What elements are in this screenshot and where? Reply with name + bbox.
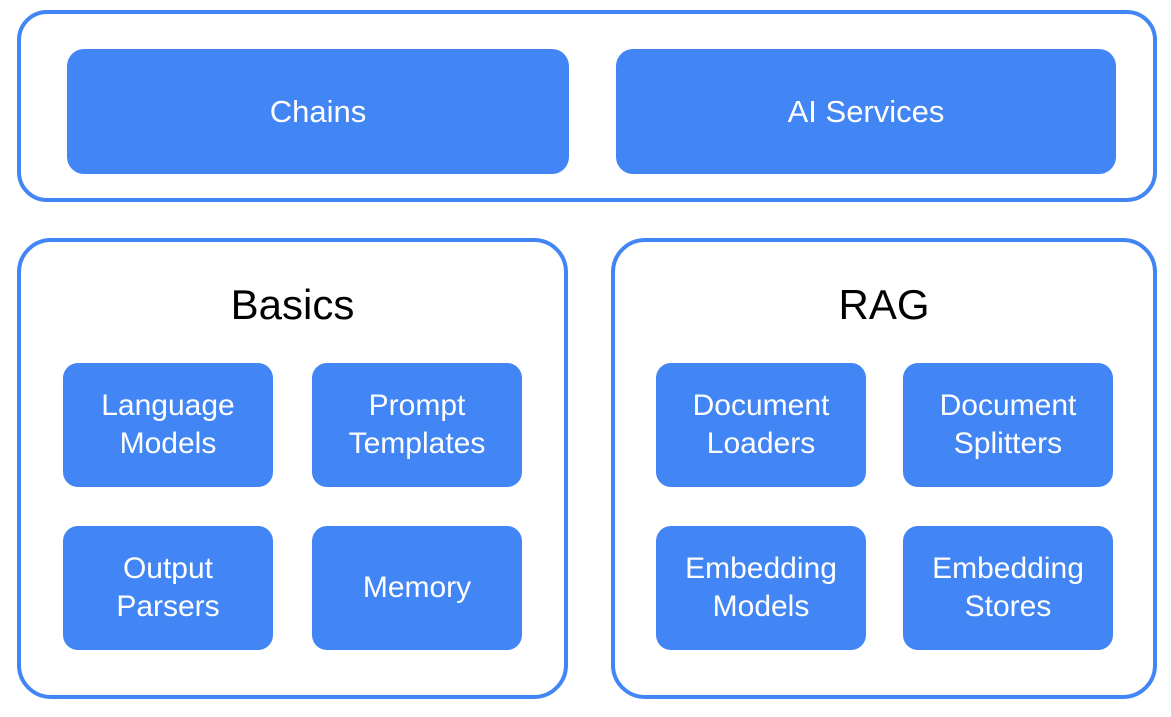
- node-output-parsers-line2: Parsers: [116, 590, 220, 623]
- node-chains-label: Chains: [269, 93, 367, 129]
- group-top-layer: Chains AI Services: [17, 10, 1157, 202]
- node-ai-services[interactable]: AI Services: [616, 49, 1116, 174]
- node-memory[interactable]: Memory: [312, 526, 522, 650]
- node-prompt-templates-label: Prompt Templates: [349, 387, 486, 463]
- node-prompt-templates[interactable]: Prompt Templates: [312, 363, 522, 487]
- node-ai-services-label: AI Services: [787, 93, 945, 129]
- node-document-splitters-line2: Splitters: [953, 427, 1063, 460]
- node-language-models-line2: Models: [119, 427, 217, 460]
- node-document-loaders-label: Document Loaders: [693, 387, 830, 463]
- node-document-splitters[interactable]: Document Splitters: [903, 363, 1113, 487]
- node-embedding-stores[interactable]: Embedding Stores: [903, 526, 1113, 650]
- node-prompt-templates-line2: Templates: [348, 427, 486, 460]
- node-embedding-models[interactable]: Embedding Models: [656, 526, 866, 650]
- group-rag: RAG Document Loaders Document Splitters …: [611, 238, 1157, 699]
- node-embedding-models-label: Embedding Models: [685, 550, 837, 626]
- node-chains[interactable]: Chains: [67, 49, 569, 174]
- node-document-loaders-line1: Document: [692, 389, 830, 423]
- node-memory-line1: Memory: [362, 571, 472, 605]
- node-language-models-line1: Language: [101, 389, 235, 423]
- node-embedding-models-line1: Embedding: [685, 552, 837, 586]
- node-embedding-stores-label: Embedding Stores: [932, 550, 1084, 626]
- node-document-splitters-label: Document Splitters: [940, 387, 1077, 463]
- node-output-parsers-line1: Output: [122, 552, 214, 586]
- node-embedding-stores-line1: Embedding: [932, 552, 1084, 586]
- node-document-loaders[interactable]: Document Loaders: [656, 363, 866, 487]
- node-language-models-label: Language Models: [101, 387, 234, 463]
- node-prompt-templates-line1: Prompt: [368, 389, 466, 423]
- node-output-parsers-label: Output Parsers: [116, 550, 219, 626]
- group-basics: Basics Language Models Prompt Templates …: [17, 238, 568, 699]
- group-basics-title: Basics: [230, 281, 355, 328]
- node-document-splitters-line1: Document: [939, 389, 1077, 423]
- node-embedding-stores-line2: Stores: [964, 590, 1052, 623]
- node-output-parsers[interactable]: Output Parsers: [63, 526, 273, 650]
- group-rag-title: RAG: [838, 281, 930, 328]
- node-embedding-models-line2: Models: [712, 590, 810, 623]
- node-language-models[interactable]: Language Models: [63, 363, 273, 487]
- node-memory-label: Memory: [363, 569, 471, 607]
- node-document-loaders-line2: Loaders: [706, 427, 816, 460]
